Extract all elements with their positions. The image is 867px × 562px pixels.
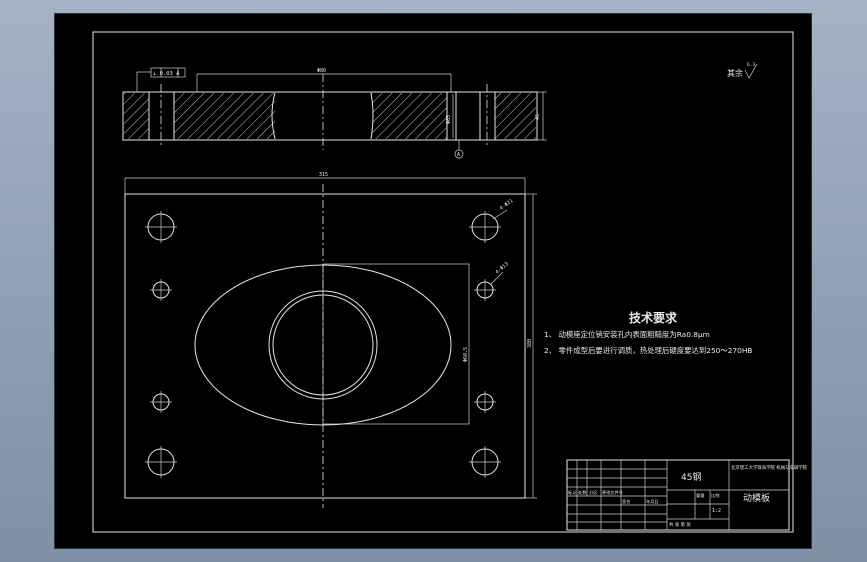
section-hatch-left bbox=[174, 93, 275, 139]
tb-label-date: 年月日 bbox=[646, 498, 659, 505]
tolerance-frame bbox=[150, 67, 186, 78]
dim-hole-depth: Φ65 bbox=[446, 115, 452, 124]
tb-label-sign: 签名 bbox=[622, 498, 630, 505]
dim-thickness: 45 bbox=[535, 114, 541, 120]
datum-circle bbox=[454, 149, 464, 159]
section-view: Φ80 ⊥ 0.03 A Φ65 45 A bbox=[122, 67, 547, 159]
datum-label: A bbox=[457, 152, 460, 158]
pin-holes bbox=[150, 279, 496, 413]
pocket-rect bbox=[322, 263, 470, 425]
tb-material: 45钢 bbox=[681, 471, 701, 483]
drawing-frame bbox=[92, 31, 794, 533]
section-outline bbox=[122, 91, 538, 141]
roughness-symbol bbox=[744, 63, 758, 79]
tech-title: 技术要求 bbox=[629, 310, 678, 325]
tb-company: 北京理工大学珠海学院 机械与车辆学院 bbox=[731, 464, 808, 471]
dim-top-bore: Φ80 bbox=[317, 68, 326, 74]
roughness-note: 其余 6.3 bbox=[727, 62, 758, 79]
tech-note-1: 1、 动模座定位销安装孔内表面粗糙度为Ra0.8μm bbox=[544, 330, 710, 339]
bolt-hole-crosshairs bbox=[145, 211, 501, 478]
tb-label-mark: 标记 bbox=[568, 489, 577, 496]
bolt-holes bbox=[145, 211, 501, 478]
roughness-value: 6.3 bbox=[747, 62, 755, 68]
dim-bolt-hole: 4-Φ21 bbox=[499, 198, 515, 212]
tb-label-file: 更改文件号 bbox=[602, 489, 623, 496]
dim-pin-hole: 4-Φ13 bbox=[494, 261, 509, 275]
tb-sheet: 共 张 第 张 bbox=[669, 521, 691, 528]
title-block: 标记 处数 分区 更改文件号 签名 年月日 45钢 北京理工大学珠海学院 机械与… bbox=[566, 459, 808, 531]
tb-scale-label: 比例 bbox=[711, 492, 719, 499]
section-hatch-right-outer bbox=[495, 93, 536, 139]
tb-scale-value: 1:2 bbox=[712, 508, 721, 514]
tech-note-2: 2、 零件成型后要进行调质，热处理后硬度要达到250～270HB bbox=[544, 346, 753, 355]
tb-part-name: 动模板 bbox=[743, 492, 770, 504]
tolerance-text: ⊥ 0.03 A bbox=[153, 71, 180, 77]
bore-left-edge bbox=[271, 92, 276, 140]
cad-drawing: Φ80 ⊥ 0.03 A Φ65 45 A 其余 6.3 315 bbox=[92, 31, 808, 533]
section-hatch-right bbox=[371, 93, 447, 139]
drawing-sheet: Φ80 ⊥ 0.03 A Φ65 45 A 其余 6.3 315 bbox=[55, 14, 811, 548]
section-hatch-left-outer bbox=[124, 93, 149, 139]
bore-arc bbox=[272, 294, 374, 346]
dim-plate-width: 315 bbox=[319, 172, 328, 178]
leader-pin bbox=[490, 271, 504, 285]
tb-label-zone: 分区 bbox=[589, 489, 597, 496]
tb-label-count: 处数 bbox=[578, 489, 587, 496]
tech-requirements: 技术要求 1、 动模座定位销安装孔内表面粗糙度为Ra0.8μm 2、 零件成型后… bbox=[544, 310, 753, 355]
roughness-text: 其余 bbox=[727, 68, 743, 78]
bore-right-edge bbox=[370, 92, 374, 140]
dim-pocket: Φ60.5 bbox=[463, 347, 469, 362]
dim-plate-height: 380 bbox=[527, 339, 533, 348]
leader-bolt bbox=[492, 209, 508, 220]
plan-view: 315 380 Φ60.5 bbox=[124, 172, 537, 508]
pin-hole-crosshairs bbox=[150, 279, 496, 413]
title-block-outline bbox=[566, 459, 790, 531]
tb-weight-label: 重量 bbox=[696, 492, 704, 499]
plate-outline bbox=[124, 193, 526, 499]
